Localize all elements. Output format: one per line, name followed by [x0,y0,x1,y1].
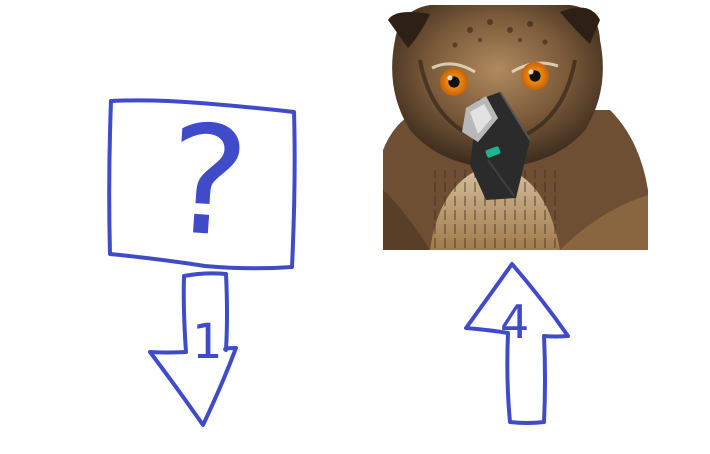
owl-photo [383,5,648,250]
question-mark-glyph: ? [162,93,254,272]
arrow-down-icon [148,271,238,427]
owl-eye-left [440,68,468,96]
owl-ear-tuft-left [388,12,430,48]
question-box-outline [107,98,297,271]
arrow-down-number: 1 [192,314,223,370]
owl-ear-tuft-right [560,7,600,44]
owl-head [392,5,603,168]
owl-eye-right [521,62,549,90]
arrow-up-icon [464,262,570,425]
question-box [107,98,297,271]
clip-device-icon [462,91,531,200]
arrow-up-number: 4 [500,295,529,349]
